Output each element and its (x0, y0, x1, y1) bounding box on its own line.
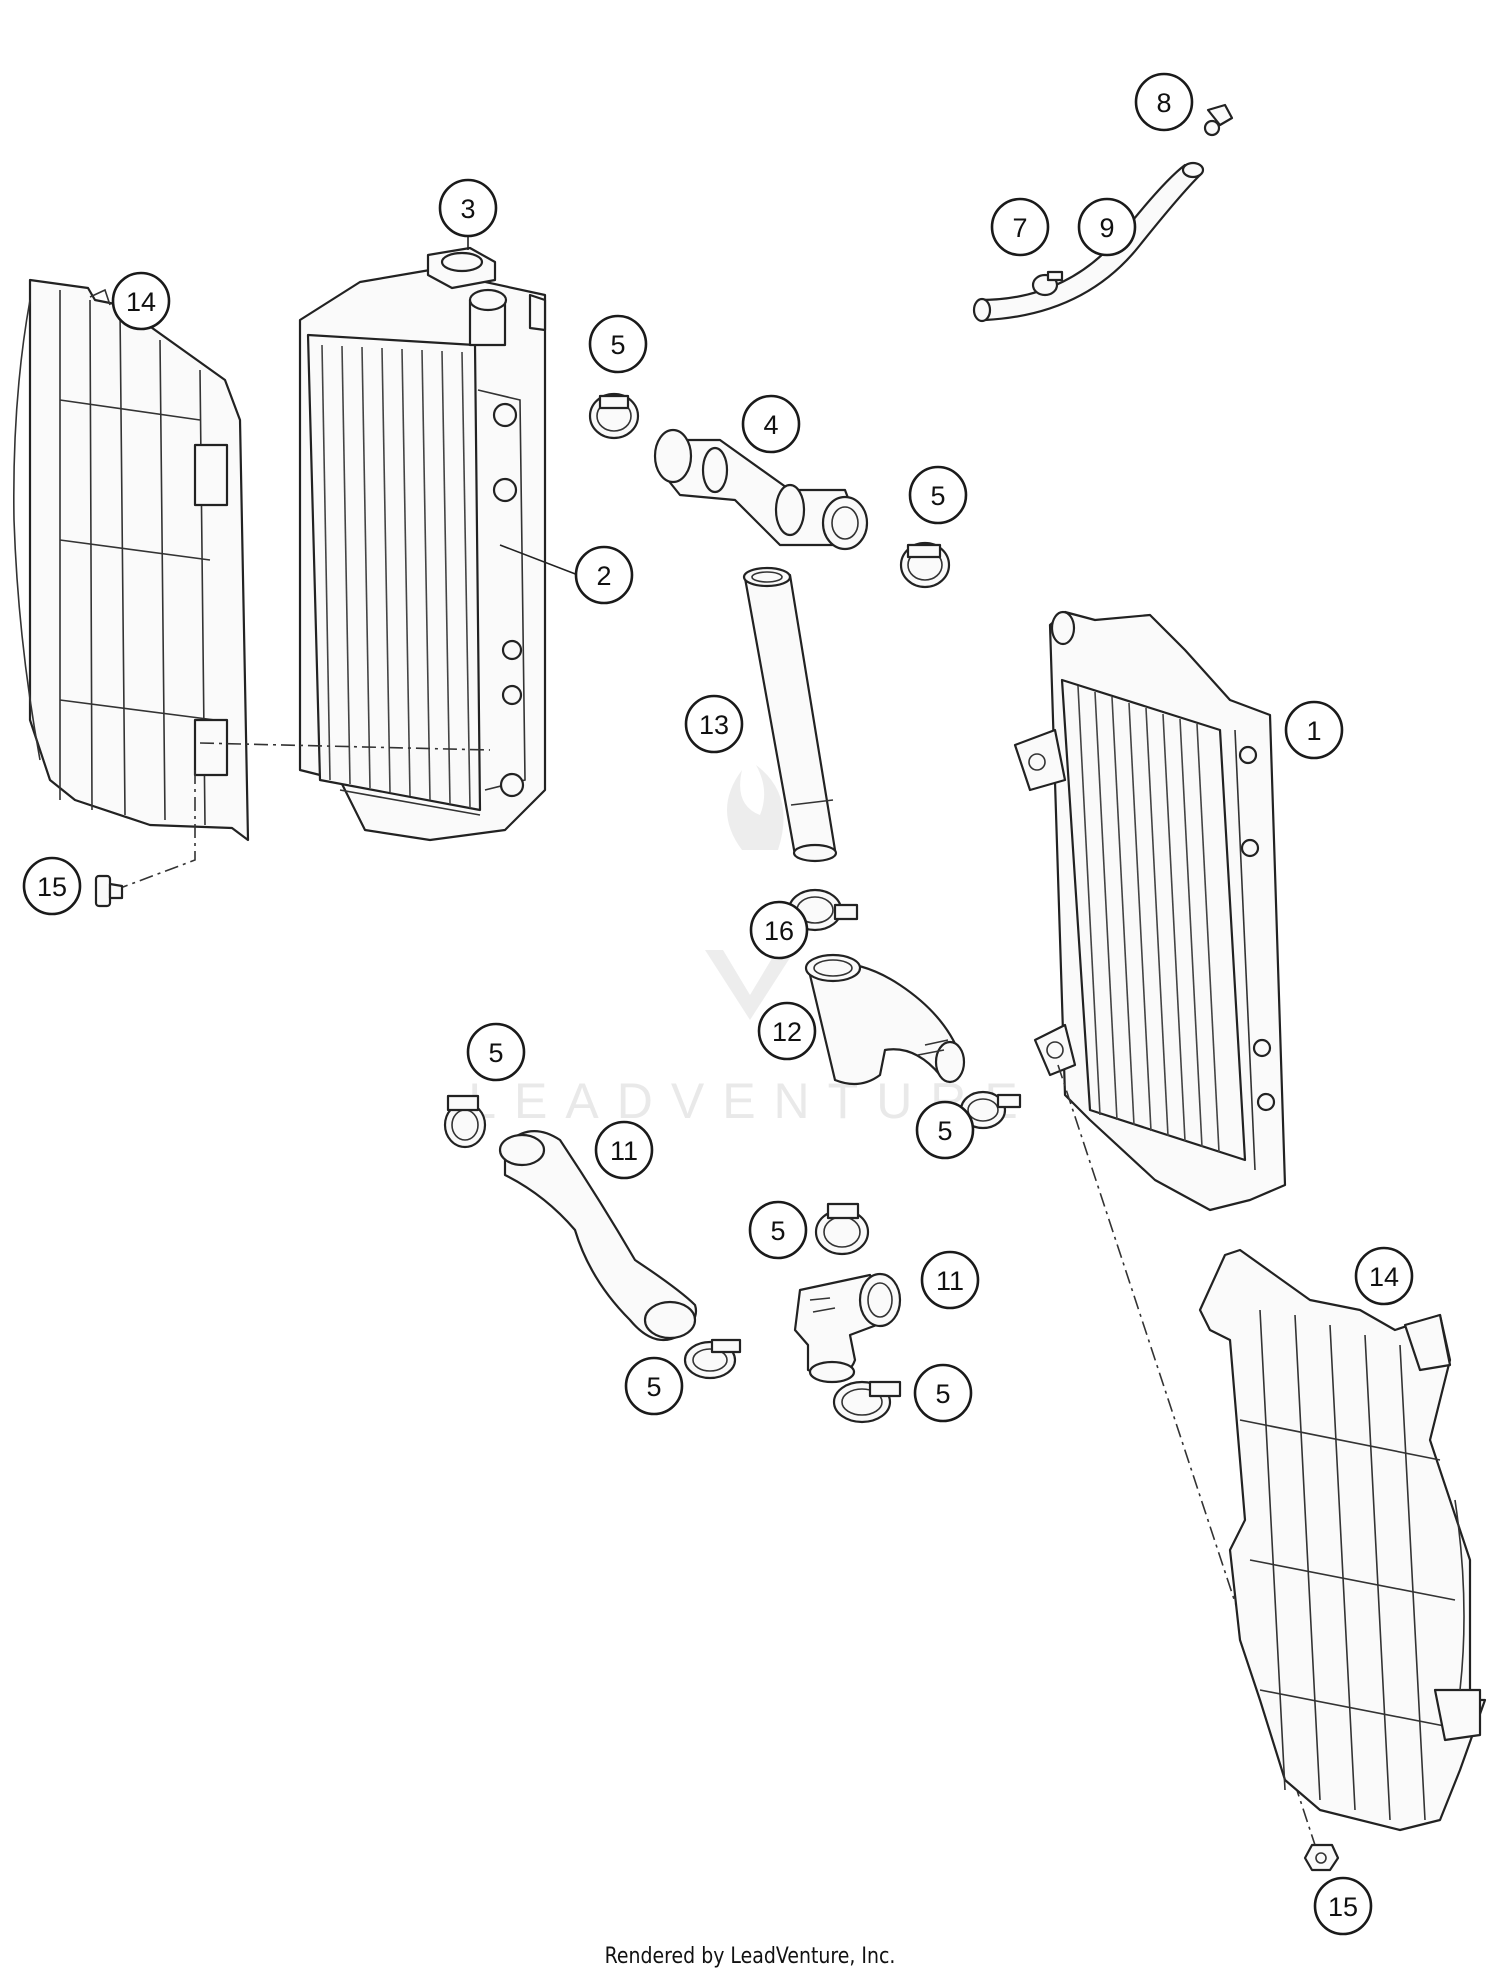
leader-2 (499, 544, 579, 576)
svg-text:12: 12 (772, 1017, 802, 1047)
callout-16: 16 (749, 900, 809, 960)
callout-14: 14 (1354, 1246, 1414, 1306)
svg-text:15: 15 (1328, 1892, 1358, 1922)
callout-5: 5 (913, 1363, 973, 1423)
bolt-left (94, 874, 124, 908)
svg-text:11: 11 (610, 1136, 638, 1166)
svg-text:14: 14 (1369, 1262, 1399, 1292)
callout-5: 5 (908, 465, 968, 525)
elbow-hose (804, 953, 966, 1086)
callout-5: 5 (624, 1356, 684, 1416)
callout-11: 11 (594, 1120, 654, 1180)
callout-15: 15 (22, 856, 82, 916)
small-hose-clamp (1031, 270, 1064, 297)
callout-1: 1 (1284, 700, 1344, 760)
coolant-pipe (742, 566, 838, 863)
callout-5: 5 (915, 1100, 975, 1160)
svg-text:14: 14 (126, 287, 156, 317)
callout-15: 15 (1313, 1876, 1373, 1936)
svg-text:5: 5 (935, 1379, 950, 1409)
callout-9: 9 (1077, 197, 1137, 257)
svg-text:16: 16 (764, 916, 794, 946)
svg-text:5: 5 (930, 481, 945, 511)
rendered-by-footer: Rendered by LeadVenture, Inc. (604, 1944, 896, 1969)
radiator-left (298, 246, 547, 842)
svg-text:4: 4 (763, 410, 778, 440)
hose-clamp-f (814, 1202, 870, 1256)
hose-clamp-d (443, 1094, 487, 1149)
svg-text:3: 3 (460, 194, 475, 224)
svg-text:5: 5 (770, 1216, 785, 1246)
radiator-hose-right (793, 1272, 902, 1384)
hose-clamp-e (683, 1338, 742, 1380)
callout-11: 11 (920, 1250, 980, 1310)
callout-5: 5 (588, 314, 648, 374)
callout-13: 13 (684, 694, 744, 754)
svg-text:2: 2 (596, 561, 611, 591)
right-radiator-guard (1198, 1248, 1487, 1832)
callout-8: 8 (1134, 72, 1194, 132)
callout-5: 5 (466, 1022, 526, 1082)
svg-text:13: 13 (699, 710, 729, 740)
t-connector (653, 428, 869, 551)
radiator-right (1013, 610, 1287, 1212)
callout-4: 4 (741, 394, 801, 454)
svg-text:8: 8 (1156, 88, 1171, 118)
vent-fitting (1203, 103, 1234, 137)
svg-text:1: 1 (1306, 716, 1321, 746)
svg-text:9: 9 (1099, 213, 1114, 243)
svg-text:7: 7 (1012, 213, 1027, 243)
radiator-hose-left (498, 1130, 698, 1342)
hose-clamp-b (899, 541, 951, 589)
callout-14: 14 (111, 271, 171, 331)
mount-line-left (114, 742, 491, 891)
hose-clamp-g (832, 1380, 902, 1424)
left-radiator-guard (13, 278, 250, 842)
callout-7: 7 (990, 197, 1050, 257)
svg-text:5: 5 (610, 330, 625, 360)
svg-text:5: 5 (937, 1116, 952, 1146)
vent-hose (972, 161, 1205, 323)
svg-text:11: 11 (936, 1266, 964, 1296)
svg-text:5: 5 (646, 1372, 661, 1402)
callout-3: 3 (438, 178, 498, 238)
svg-text:5: 5 (488, 1038, 503, 1068)
hose-clamp-a (588, 392, 640, 440)
callout-5: 5 (748, 1200, 808, 1260)
callout-12: 12 (757, 1001, 817, 1061)
callout-2: 2 (574, 545, 634, 605)
svg-text:15: 15 (37, 872, 67, 902)
bolt-right (1303, 1843, 1340, 1872)
